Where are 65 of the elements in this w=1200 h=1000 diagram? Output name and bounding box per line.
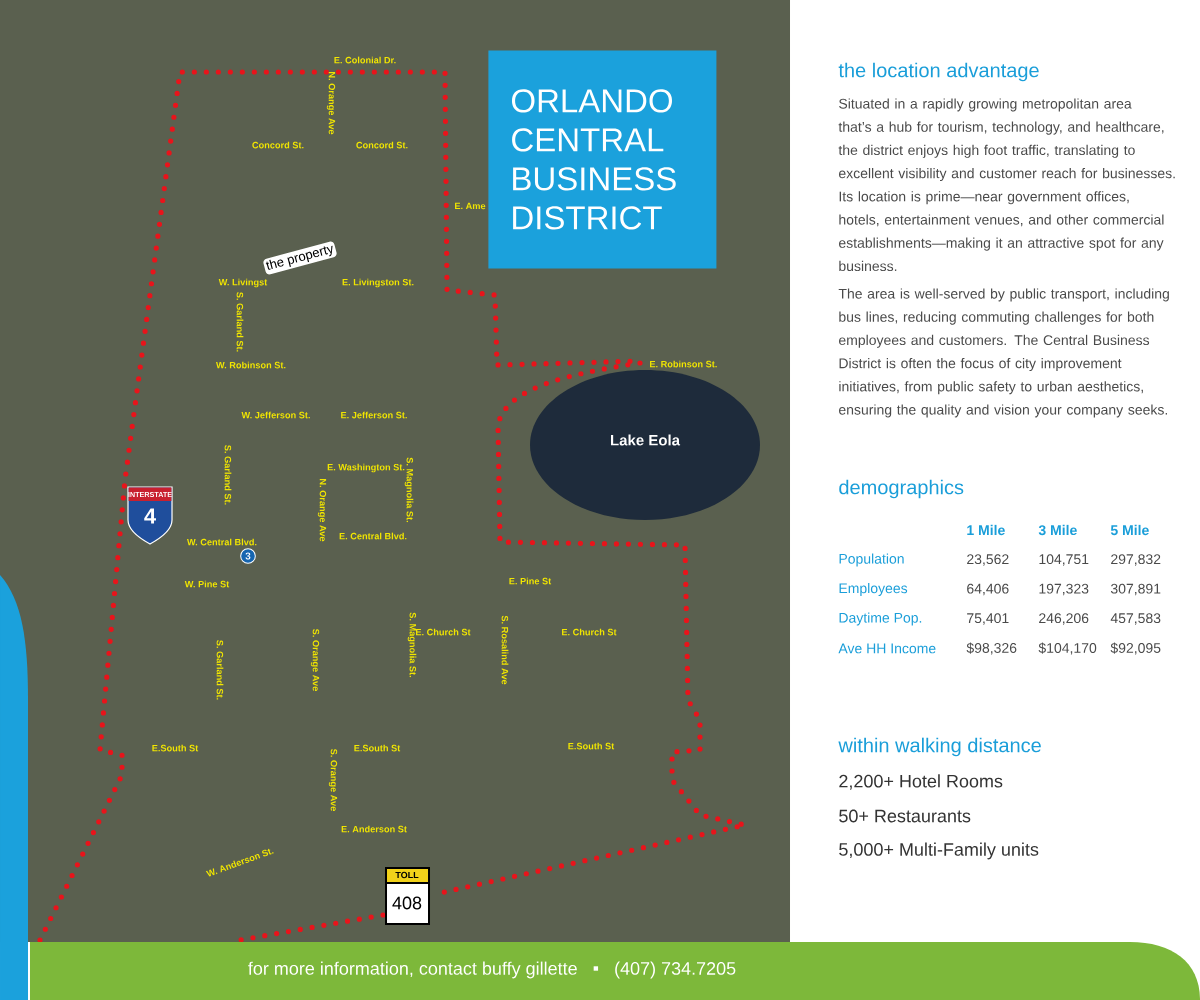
section-heading: within walking distance bbox=[838, 737, 1041, 757]
street-label: W. Livingst bbox=[218, 278, 268, 288]
title-box: ORLANDO CENTRAL BUSINESS DISTRICT bbox=[488, 50, 717, 269]
street-label: E. Livingston St. bbox=[342, 278, 414, 288]
table-cell: 457,583 bbox=[1110, 613, 1161, 625]
list-item: 50+ Restaurants bbox=[839, 809, 971, 823]
table-cell: 75,401 bbox=[967, 613, 1009, 625]
street-label: E. Central Blvd. bbox=[339, 532, 407, 540]
street-label: E. Washington St. bbox=[327, 463, 405, 473]
street-label: S. Magnolia St. bbox=[407, 612, 417, 678]
table-header: 5 Mile bbox=[1110, 524, 1149, 536]
section-heading: demographics bbox=[839, 479, 964, 499]
street-label: E. Colonial Dr. bbox=[334, 56, 396, 64]
side-tab bbox=[0, 575, 28, 1000]
street-label: Concord St. bbox=[252, 141, 304, 149]
property-label: the property bbox=[263, 241, 337, 275]
street-label: W. Pine St bbox=[184, 580, 230, 588]
street-label: E. Pine St bbox=[509, 577, 552, 585]
table-cell: 64,406 bbox=[967, 583, 1009, 596]
table-cell: $104,170 bbox=[1038, 642, 1097, 655]
table-header: 1 Mile bbox=[967, 524, 1005, 536]
table-cell: 297,832 bbox=[1111, 554, 1161, 566]
street-label: E.South St bbox=[354, 744, 401, 752]
street-label: E. Anderson St bbox=[341, 825, 407, 833]
shield-text: TOLL bbox=[395, 871, 419, 879]
highway-number: 408 bbox=[392, 896, 422, 910]
street-label: E. Church St bbox=[416, 628, 471, 636]
street-label: S. Orange Ave bbox=[310, 628, 320, 691]
table-cell: Population bbox=[839, 553, 904, 567]
street-label: E. Robinson St. bbox=[650, 360, 717, 368]
highway-number: 4 bbox=[144, 508, 156, 524]
table-cell: Ave HH Income bbox=[838, 643, 936, 654]
body-text: Situated in a rapidly growing metropolitan area that’s a hub for tourism, technology, and healthcare, the district enjoys high foot traffic, translating to excellent visibility and customer reach for businesses. Its location is prime—near government offices, hotels, entertainment venues, and other commercial establishments—making it an attractive spot for any business. bbox=[838, 98, 1175, 272]
street-label: E.South St bbox=[568, 742, 615, 750]
street-label: S. Garland St. bbox=[224, 445, 232, 505]
section-heading: the location advantage bbox=[838, 62, 1039, 82]
list-item: 2,200+ Hotel Rooms bbox=[839, 774, 1003, 790]
street-label: S. Orange Ave bbox=[328, 748, 338, 811]
table-cell: $98,326 bbox=[966, 642, 1017, 655]
street-label: S. Magnolia St. bbox=[404, 457, 414, 523]
street-label: W. Robinson St. bbox=[216, 361, 286, 369]
street-label: W. Jefferson St. bbox=[241, 411, 310, 419]
list-item: 5,000+ Multi-Family units bbox=[839, 842, 1039, 860]
table-cell: Employees bbox=[839, 583, 908, 597]
footer-band: for more information, contact buffy gillette (407) 734.7205 bbox=[30, 942, 1200, 1000]
body-text: The area is well-served by public transport, including bus lines, reducing commuting challenges for both employees and customers. The Central Business District is often the focus of city improvement initiatives, from public safety to urban aesthetics, ensuring the quality and vision your company seeks. bbox=[838, 288, 1169, 418]
lake-label: Lake Eola bbox=[611, 434, 681, 446]
street-label: E.South St bbox=[152, 744, 199, 752]
street-label: N. Orange Ave bbox=[317, 479, 327, 542]
street-label: S. Rosalind Ave bbox=[501, 615, 509, 685]
table-cell: Daytime Pop. bbox=[839, 612, 922, 626]
street-label: S. Garland St. bbox=[236, 292, 244, 352]
table-cell: 246,206 bbox=[1039, 613, 1089, 625]
street-label: E. Jefferson St. bbox=[341, 411, 407, 419]
street-label: E. Church St bbox=[562, 628, 617, 636]
table-cell: 307,891 bbox=[1110, 583, 1161, 596]
table-header: 3 Mile bbox=[1038, 524, 1077, 536]
table-cell: 197,323 bbox=[1039, 583, 1089, 596]
table-cell: $92,095 bbox=[1110, 642, 1161, 655]
street-label: S. Garland St. bbox=[216, 640, 224, 700]
street-label: N. Orange Ave bbox=[326, 72, 336, 135]
table-cell: 23,562 bbox=[967, 554, 1009, 566]
street-label: Concord St. bbox=[356, 141, 408, 149]
street-label: W. Central Blvd. bbox=[187, 538, 257, 546]
table-cell: 104,751 bbox=[1039, 554, 1089, 566]
